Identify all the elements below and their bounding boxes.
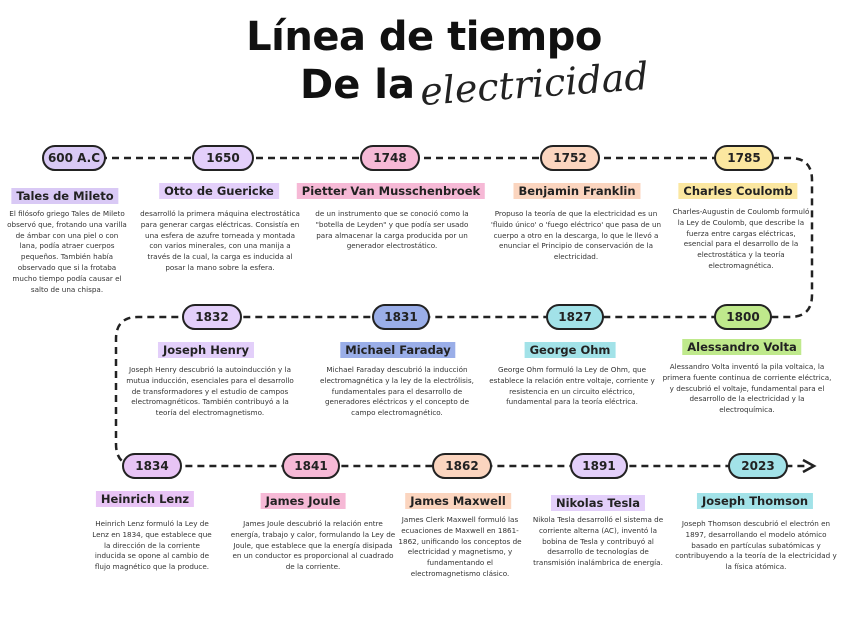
year-pill: 1785 (714, 145, 774, 171)
event-name: Alessandro Volta (682, 339, 802, 355)
event-description: James Clerk Maxwell formuló las ecuacion… (398, 515, 522, 578)
year-pill: 1800 (714, 304, 772, 330)
event-name: Charles Coulomb (678, 183, 798, 199)
year-pill: 2023 (728, 453, 788, 479)
event-description: Alessandro Volta inventó la pila voltaic… (662, 362, 832, 415)
event-name: Nikolas Tesla (550, 495, 646, 511)
year-pill: 1834 (122, 453, 182, 479)
event-name: Benjamin Franklin (513, 183, 641, 199)
event-description: Charles-Augustin de Coulomb formuló la L… (672, 207, 810, 270)
timeline-arrowhead (802, 458, 817, 474)
event-description: desarrolló la primera máquina electrostá… (140, 209, 300, 272)
year-pill: 1827 (546, 304, 604, 330)
event-name: Joseph Henry (157, 342, 255, 358)
event-description: El filósofo griego Tales de Mileto obser… (7, 209, 127, 294)
event-name: James Maxwell (405, 493, 511, 509)
event-name: Otto de Guericke (159, 183, 279, 199)
event-description: Propuso la teoría de que la electricidad… (490, 209, 662, 262)
event-name: Pietter Van Musschenbroek (296, 183, 486, 199)
year-pill: 1832 (182, 304, 242, 330)
title-line-2: De la (300, 62, 415, 108)
year-pill: 1650 (192, 145, 254, 171)
event-name: George Ohm (524, 342, 616, 358)
event-name: Tales de Mileto (11, 188, 119, 204)
event-name: Michael Faraday (340, 342, 456, 358)
event-description: James Joule descubrió la relación entre … (230, 519, 396, 572)
year-pill: 1831 (372, 304, 430, 330)
year-pill: 600 A.C (42, 145, 106, 171)
event-description: Nikola Tesla desarrolló el sistema de co… (532, 515, 664, 568)
event-name: Heinrich Lenz (95, 491, 195, 507)
event-name: James Joule (260, 493, 346, 509)
year-pill: 1752 (540, 145, 600, 171)
year-pill: 1862 (432, 453, 492, 479)
year-pill: 1891 (570, 453, 628, 479)
year-pill: 1748 (360, 145, 420, 171)
year-pill: 1841 (282, 453, 340, 479)
event-description: Heinrich Lenz formuló la Ley de Lenz en … (92, 519, 212, 572)
event-description: George Ohm formuló la Ley de Ohm, que es… (489, 365, 655, 407)
event-name: Joseph Thomson (696, 493, 814, 509)
event-description: de un instrumento que se conoció como la… (315, 209, 469, 251)
event-description: Joseph Thomson descubrió el electrón en … (675, 519, 837, 572)
event-description: Joseph Henry descubrió la autoinducción … (126, 365, 294, 418)
event-description: Michael Faraday descubrió la inducción e… (320, 365, 474, 418)
title-line-1: Línea de tiempo (246, 14, 602, 60)
